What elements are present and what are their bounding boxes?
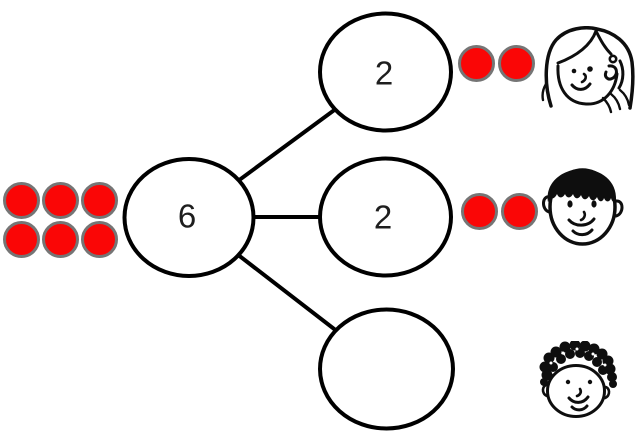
red-counter [42,221,79,258]
part-top-counters-group [458,45,535,82]
whole-number-label: 6 [177,197,197,235]
red-counter [3,221,40,258]
red-counter [42,182,79,219]
child-left-eye [565,379,571,385]
child-right-eye [587,379,593,385]
whole-circle [122,157,256,278]
whole-counters-group [3,182,118,258]
red-counter [3,182,40,219]
curly-haired-child-face-icon [539,341,617,418]
boy-hair [547,169,617,202]
child-hair-highlights [549,347,607,367]
part-top-number-label: 2 [374,54,394,92]
red-counter [461,193,498,230]
red-counter [498,45,535,82]
boy-left-eye [567,200,573,208]
red-counter [81,221,118,258]
boy-face-icon [542,168,624,246]
boy-right-eye [591,200,597,208]
part-middle-counters-group [461,193,538,230]
girl-left-eye [571,68,577,74]
part-middle-number-label: 2 [373,198,393,236]
red-counter [458,45,495,82]
red-counter [81,182,118,219]
part-circle-middle [318,156,453,278]
girl-face-icon [541,26,635,114]
red-counter [501,193,538,230]
part-circle-top [318,11,453,133]
part-circle-bottom [318,307,455,431]
girl-right-eye [587,66,593,72]
